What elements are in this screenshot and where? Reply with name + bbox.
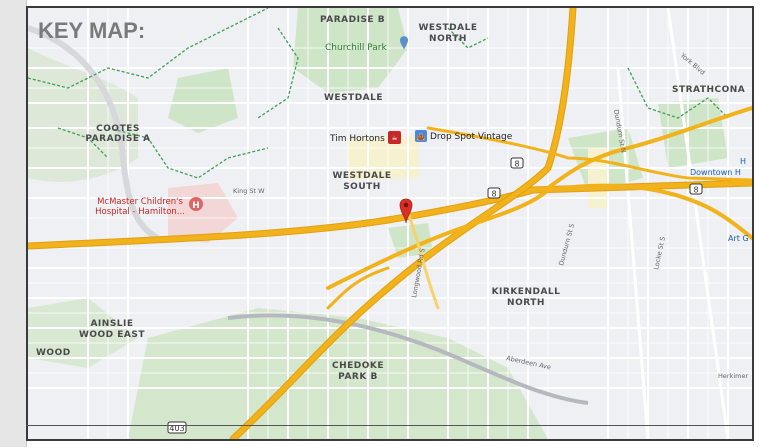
mcmaster-line1: McMaster Children's [97, 197, 183, 207]
key-map: 8 8 8 403 PARADISE B WESTDALE NORTH WEST… [26, 6, 754, 441]
svg-text:H: H [192, 201, 200, 211]
mcmaster-poi[interactable]: McMaster Children's Hospital - Hamilton.… [95, 197, 203, 217]
cootes-paradise-line2: PARADISE A [85, 134, 150, 144]
location-marker-icon[interactable] [399, 198, 413, 224]
downtown-label: Downtown H [690, 168, 741, 177]
tim-hortons-label: Tim Hortons [329, 134, 385, 144]
park-pin-icon [400, 36, 408, 50]
art-gallery-label: Art G [728, 234, 749, 243]
hospital-icon [189, 197, 203, 211]
grey-road [28, 25, 160, 241]
restaurant-icon [388, 131, 401, 144]
route-8-shield-3: 8 [689, 183, 703, 195]
route-403-text: 403 [169, 424, 184, 433]
churchill-park-poi[interactable]: Churchill Park [325, 36, 408, 53]
shopping-bag-icon [415, 130, 427, 142]
churchill-park-label: Churchill Park [325, 43, 387, 53]
westdale-north-line2: NORTH [429, 34, 467, 44]
strathcona-label: STRATHCONA [672, 85, 745, 95]
route-8-text: 8 [514, 160, 519, 169]
westdale-south-line2: SOUTH [343, 182, 381, 192]
ainslie-line1: AINSLIE [90, 319, 133, 329]
drop-spot-label: Drop Spot Vintage [430, 132, 513, 142]
westdale-south-line1: WESTDALE [332, 171, 391, 181]
drop-spot-poi[interactable]: 👜 Drop Spot Vintage [415, 130, 513, 142]
street-grid [28, 8, 752, 439]
herkimer-label: Herkimer [718, 372, 748, 380]
kirkendall-line1: KIRKENDALL [492, 287, 561, 297]
mcmaster-line2: Hospital - Hamilton... [95, 207, 185, 217]
svg-text:👜: 👜 [417, 132, 426, 141]
downtown-poi[interactable]: H Downtown H Art G [690, 157, 749, 243]
route-403-shield: 403 [167, 421, 187, 434]
ainslie-line2: WOOD EAST [79, 330, 145, 340]
tim-hortons-poi[interactable]: Tim Hortons ☕ [329, 131, 401, 144]
bottom-rule [26, 425, 752, 426]
king-st-label: King St W [233, 187, 265, 195]
trails [28, 8, 729, 179]
railway [227, 313, 589, 405]
downtown-h-letter: H [740, 157, 746, 166]
route-8-shield-2: 8 [487, 187, 501, 199]
kirkendall-line2: NORTH [507, 298, 545, 308]
cootes-paradise-line1: COOTES [96, 124, 140, 134]
key-map-title: KEY MAP: [38, 18, 145, 43]
paradise-b-label: PARADISE B [320, 15, 385, 25]
chedoke-line2: PARK B [338, 372, 378, 382]
route-8-text-3: 8 [693, 186, 698, 195]
route-8-shield: 8 [510, 157, 524, 169]
route-8-text-2: 8 [491, 190, 496, 199]
westdale-label: WESTDALE [324, 93, 383, 103]
westdale-north-line1: WESTDALE [418, 23, 477, 33]
highways [28, 8, 752, 439]
left-panel [0, 0, 27, 447]
svg-text:☕: ☕ [391, 134, 397, 142]
chedoke-line1: CHEDOKE [332, 361, 384, 371]
wood-label: WOOD [36, 348, 71, 358]
